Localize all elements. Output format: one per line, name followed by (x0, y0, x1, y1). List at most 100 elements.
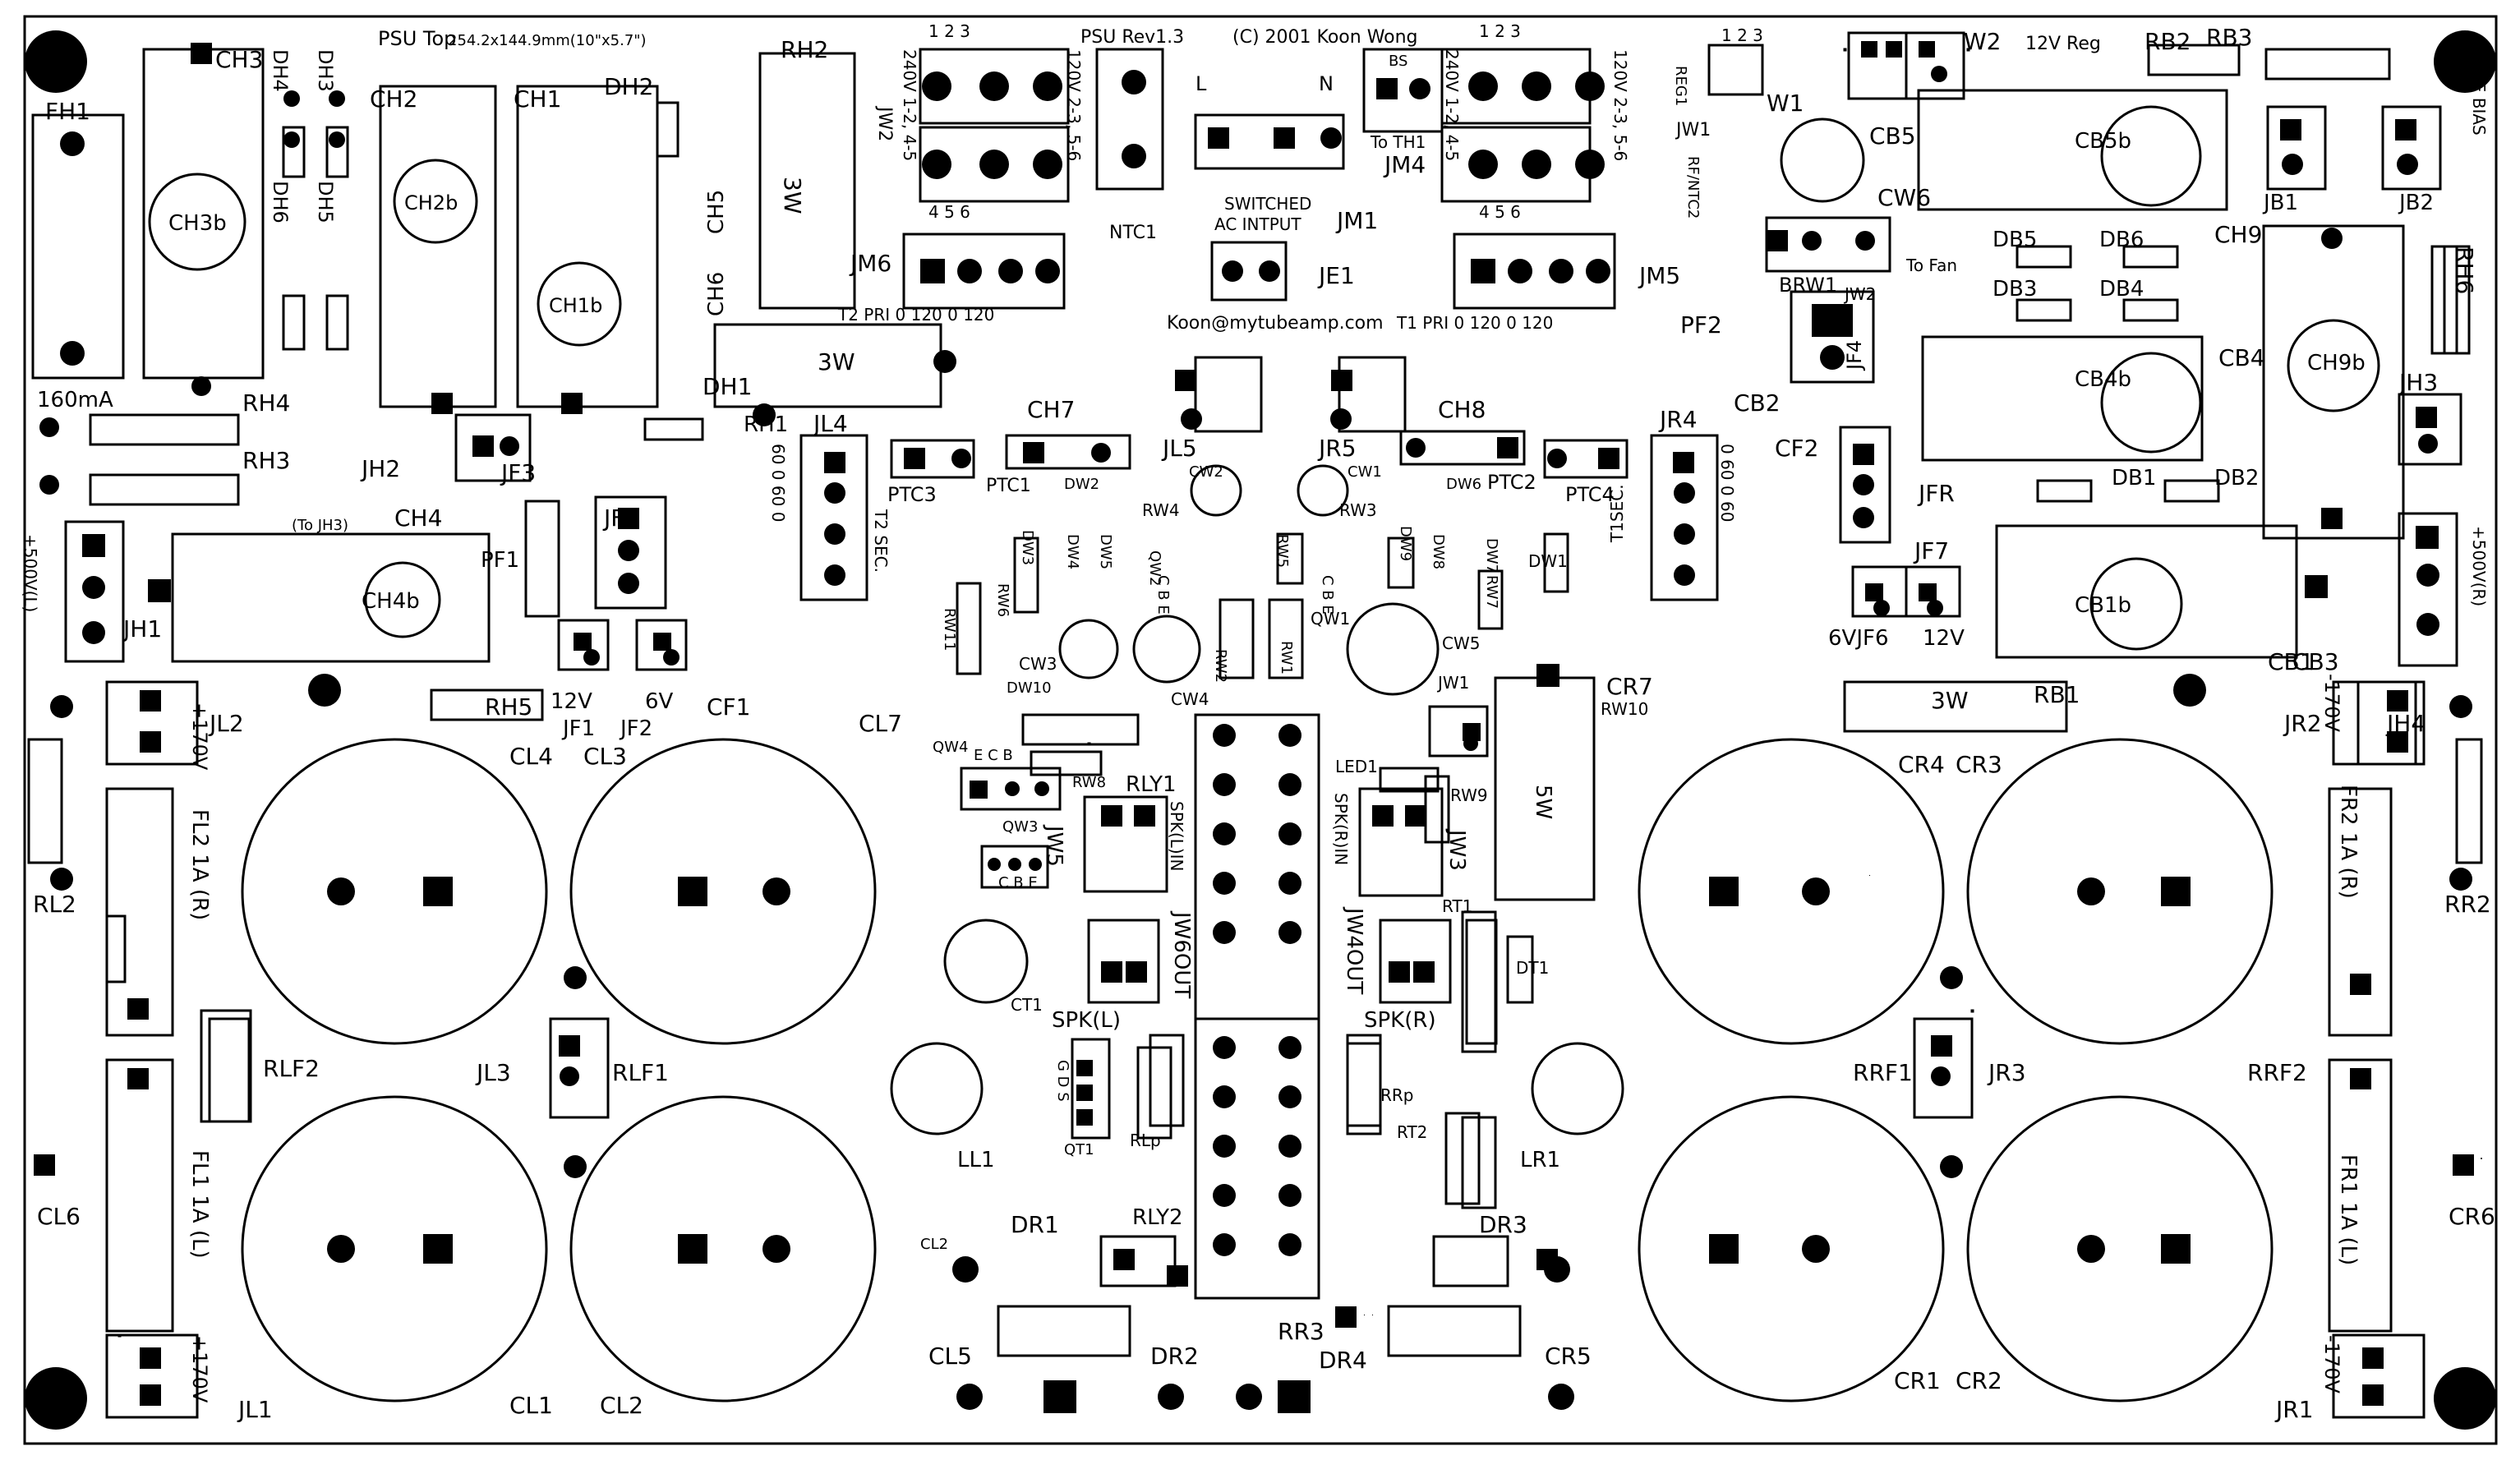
label-rh4: RH4 (242, 389, 290, 417)
label-t1sec: T1SEC. (1607, 484, 1627, 543)
label-cr1: CR1 (1894, 1367, 1941, 1394)
label-jr2-v: -170V (2320, 674, 2343, 732)
label-jw1: JW1 (1675, 120, 1711, 140)
label-reg-pins: 1 2 3 (1721, 25, 1763, 45)
label-v12-r: 12V (1923, 626, 1965, 651)
label-cr2: CR2 (1956, 1367, 2002, 1394)
label-jw2-240: 240V 1-2, 4-5 (900, 49, 919, 161)
label-jw3: JW3 (1444, 828, 1469, 871)
label-jw2: JW2 (874, 105, 895, 141)
label-to-jh3: (To JH3) (292, 517, 348, 534)
label-jl5: JL5 (1161, 435, 1197, 462)
label-jm4: JM4 (1383, 151, 1426, 178)
label-jh4: JH4 (2385, 710, 2426, 737)
label-jl2: JL2 (208, 710, 244, 737)
misc-holes (39, 350, 2482, 1178)
label-rw5: RW5 (1274, 534, 1291, 568)
label-rfntc2: RF/NTC2 (1684, 156, 1702, 219)
label-rrf2: RRF2 (2247, 1059, 2307, 1086)
board-dimensions: 254.2x144.9mm(10"x5.7") (448, 32, 647, 49)
label-rh6: RH6 (2451, 246, 2478, 294)
label-dh2: DH2 (604, 73, 653, 100)
label-qw3: QW3 (1002, 818, 1038, 836)
label-cb5b: CB5b (2075, 129, 2131, 154)
label-rr3: RR3 (1278, 1318, 1324, 1345)
label-cw6: CW6 (1877, 184, 1931, 211)
label-cb5: CB5 (1869, 122, 1916, 150)
label-cl2b: CL2 (920, 1236, 948, 1253)
label-cl2: CL2 (600, 1392, 643, 1419)
label-rw10: RW10 (1601, 699, 1648, 719)
label-ch3: CH3 (215, 46, 263, 73)
label-cr7: CR7 (1606, 673, 1653, 700)
label-db4: DB4 (2099, 277, 2144, 302)
label-jf4: JF4 (1843, 340, 1866, 371)
label-jh3: JH3 (2398, 369, 2438, 396)
label-n: N (1319, 72, 1334, 95)
label-bs: BS (1389, 53, 1407, 70)
label-v6-jf6: 6VJF6 (1828, 626, 1889, 651)
label-ch6: CH6 (704, 272, 729, 316)
label-je1: JE1 (1317, 262, 1355, 289)
label-cw4: CW4 (1171, 689, 1209, 709)
label-cb4: CB4 (2218, 344, 2265, 371)
label-t1pri: T1 PRI 0 120 0 120 (1396, 313, 1553, 333)
label-switched: SWITCHED (1224, 194, 1311, 214)
label-jf7: JF7 (1913, 537, 1949, 564)
label-ct1: CT1 (1011, 995, 1043, 1015)
label-ch4-l: CH4 (394, 504, 442, 532)
label-ch5: CH5 (704, 190, 729, 234)
label-jw2-pins-top: 1 2 3 (928, 21, 970, 41)
label-jw1-pins-top: 1 2 3 (1479, 21, 1521, 41)
label-rrp: RRp (1380, 1085, 1414, 1105)
label-rh5: RH5 (485, 693, 532, 721)
label-spk-r-in: SPK(R)IN (1331, 793, 1351, 865)
label-rb3: RB3 (2206, 24, 2252, 51)
label-jb2: JB2 (2398, 191, 2434, 215)
label-l: L (1196, 72, 1207, 95)
label-jh1: JH1 (122, 615, 162, 642)
label-t2pri: T2 PRI 0 120 0 120 (837, 305, 994, 325)
label-cw1: CW1 (1348, 463, 1382, 481)
label-ptc1: PTC1 (986, 476, 1031, 496)
label-cb1: CB1 (2268, 648, 2315, 675)
label-rw7: RW7 (1483, 575, 1500, 609)
label-brw1: BRW1 (1779, 274, 1837, 297)
label-ntc1: NTC1 (1109, 223, 1157, 243)
label-cbe1: C B E (1154, 575, 1172, 615)
label-jr3: JR3 (1987, 1059, 2026, 1086)
label-cl6: CL6 (37, 1203, 81, 1230)
main-filter-capacitors (241, 738, 2274, 1402)
label-v12reg: 12V Reg (2025, 34, 2101, 54)
label-jf1: JF1 (561, 716, 595, 741)
label-jfl: JFL (602, 504, 637, 532)
label-db5: DB5 (1993, 228, 2037, 252)
label-jw1b: JW1 (1436, 673, 1469, 693)
label-jh1-v: +500V(L) (21, 534, 40, 612)
label-cl4: CL4 (509, 743, 553, 770)
label-w1: W1 (1767, 90, 1804, 117)
label-jw2-pins-bot: 4 5 6 (928, 202, 970, 222)
label-rl2: RL2 (33, 891, 76, 918)
board-revision: PSU Rev1.3 (1080, 27, 1184, 48)
label-ll1: LL1 (957, 1148, 995, 1172)
label-jh4-v: +500V(R) (2469, 526, 2489, 606)
label-rh1: RH1 (744, 412, 788, 437)
label-dh3: DH3 (314, 49, 337, 92)
label-dh5: DH5 (314, 181, 337, 223)
label-rw4: RW4 (1142, 500, 1180, 520)
label-dh1: DH1 (703, 373, 752, 400)
label-jl4-taps: 60 0 60 0 (768, 444, 788, 522)
label-dw5: DW5 (1097, 534, 1114, 569)
board-outline (23, 15, 2498, 1445)
label-qw2: QW2 (1146, 550, 1163, 586)
label-tofan: To Fan (1905, 256, 1957, 275)
label-to-th1: To TH1 (1370, 132, 1426, 152)
label-rlf2: RLF2 (263, 1055, 320, 1082)
label-ch2: CH2 (370, 85, 417, 113)
label-cw5: CW5 (1442, 633, 1480, 653)
label-v6-l: 6V (645, 689, 674, 714)
label-cl1: CL1 (509, 1392, 553, 1419)
label-rb2: RB2 (2145, 28, 2191, 55)
